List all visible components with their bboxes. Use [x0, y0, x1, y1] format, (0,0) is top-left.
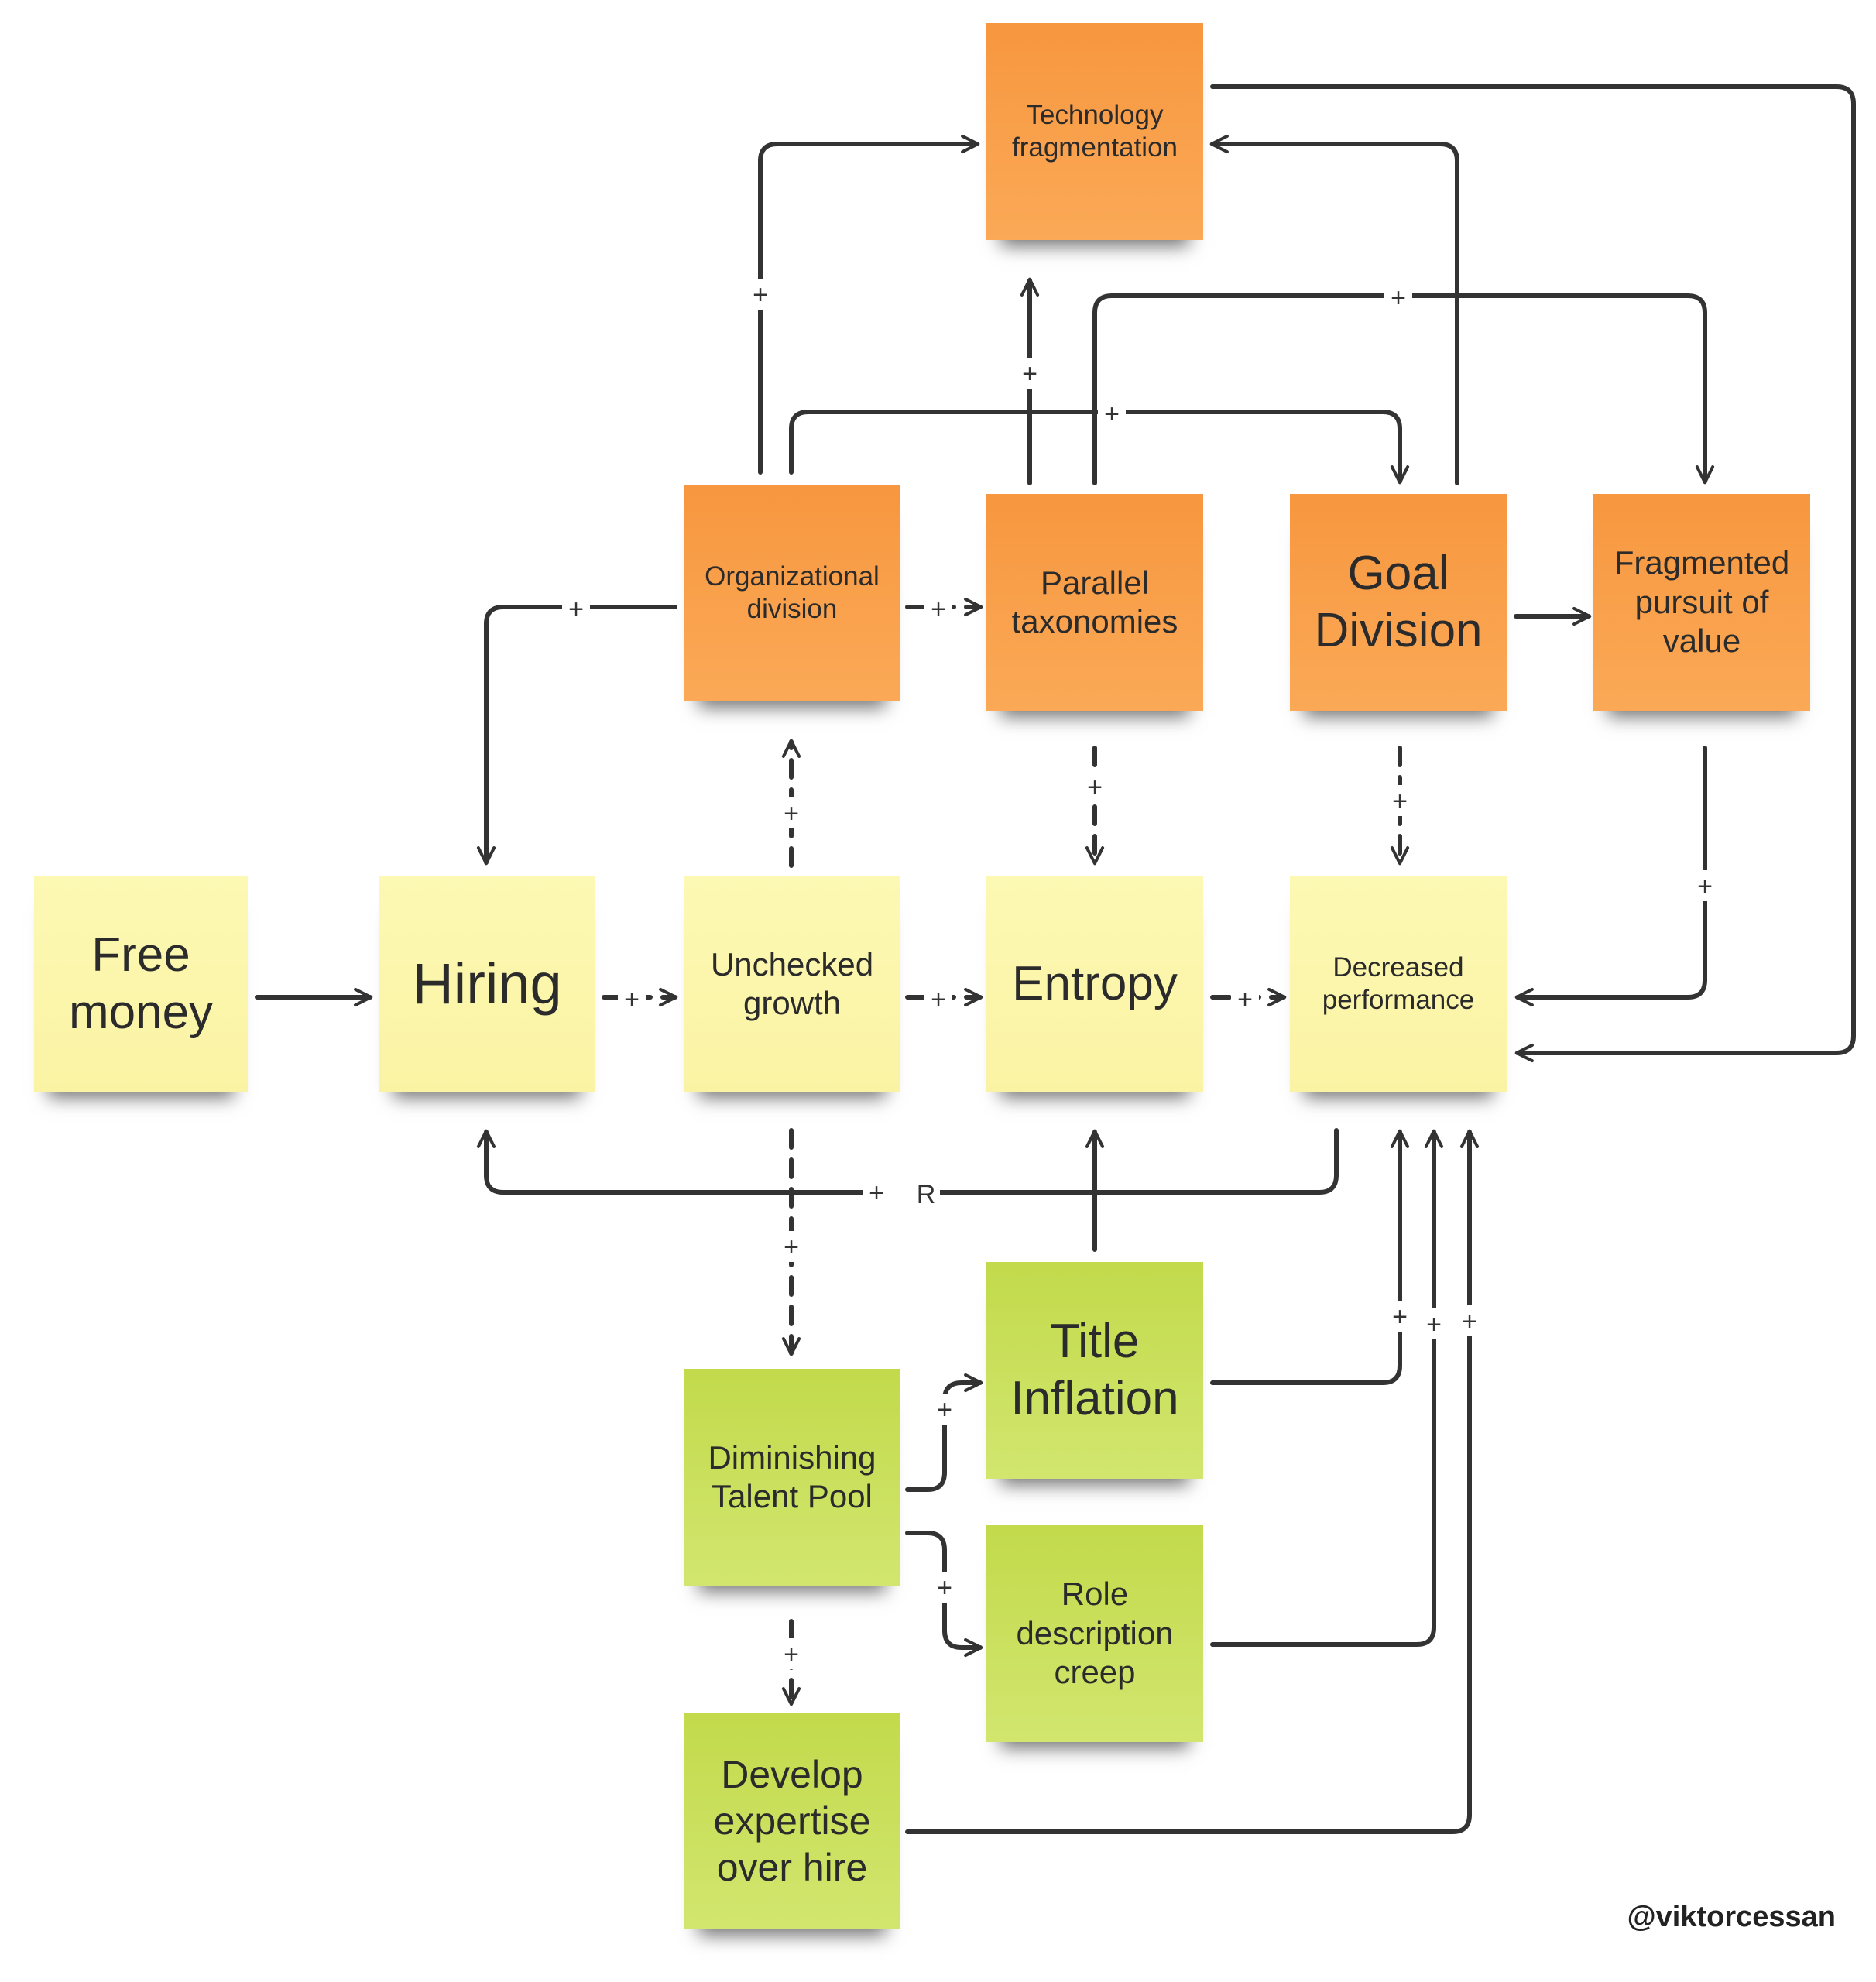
- note-organizational-division: Organizational division: [684, 485, 900, 701]
- note-role-description-creep-text: Role description creep: [1016, 1576, 1174, 1691]
- note-diminishing-talent-pool-text: Diminishing Talent Pool: [708, 1438, 876, 1514]
- note-decreased-performance: Decreased performance: [1290, 876, 1507, 1092]
- polarity-label: +: [931, 595, 946, 624]
- note-parallel-taxonomies: Parallel taxonomies: [986, 494, 1203, 711]
- link-role-creep-to-decreased-performance: [1210, 1129, 1444, 1647]
- note-technology-fragmentation-text: Technology fragmentation: [1011, 100, 1178, 163]
- note-entropy: Entropy: [986, 876, 1203, 1092]
- link-org-division-to-hiring: [476, 605, 677, 866]
- link-org-division-to-goal-division: [789, 410, 1410, 485]
- reinforcing-loop-label: R: [917, 1180, 936, 1209]
- note-unchecked-growth-text: Unchecked growth: [710, 945, 874, 1021]
- polarity-label: +: [784, 1640, 799, 1669]
- author-handle: @viktorcessan: [1627, 1901, 1836, 1933]
- polarity-label: +: [753, 280, 768, 310]
- polarity-label: +: [568, 595, 584, 624]
- polarity-label: +: [1022, 359, 1037, 389]
- polarity-label: +: [1392, 1302, 1408, 1332]
- note-unchecked-growth: Unchecked growth: [684, 876, 900, 1092]
- link-talent-pool-to-title-inflation: [905, 1373, 983, 1492]
- note-parallel-taxonomies-text: Parallel taxonomies: [1011, 564, 1178, 640]
- note-diminishing-talent-pool: Diminishing Talent Pool: [684, 1369, 900, 1586]
- note-entropy-text: Entropy: [1012, 956, 1178, 1010]
- note-goal-division-text: Goal Division: [1314, 546, 1483, 657]
- note-free-money: Free money: [34, 876, 248, 1092]
- note-hiring-text: Hiring: [412, 951, 562, 1016]
- polarity-label: +: [1391, 283, 1406, 313]
- polarity-label: +: [624, 985, 640, 1014]
- polarity-label: +: [869, 1178, 884, 1208]
- polarity-label: +: [1392, 787, 1408, 816]
- note-goal-division: Goal Division: [1290, 494, 1507, 711]
- note-technology-fragmentation: Technology fragmentation: [986, 23, 1203, 240]
- note-role-description-creep: Role description creep: [986, 1525, 1203, 1742]
- link-tech-fragmentation-to-decreased-performance: [1210, 84, 1856, 1063]
- note-title-inflation: Title Inflation: [986, 1262, 1203, 1479]
- note-organizational-division-text: Organizational division: [705, 561, 880, 624]
- polarity-label: +: [1426, 1310, 1442, 1339]
- note-fragmented-pursuit-of-value-text: Fragmented pursuit of value: [1614, 544, 1790, 660]
- note-decreased-performance-text: Decreased performance: [1322, 952, 1475, 1015]
- polarity-label: +: [1697, 872, 1713, 901]
- polarity-label: +: [1462, 1307, 1477, 1336]
- note-develop-expertise-over-hire: Develop expertise over hire: [684, 1713, 900, 1929]
- link-org-division-to-tech-fragmentation: [758, 134, 980, 475]
- polarity-label: +: [937, 1573, 952, 1603]
- link-goal-division-to-tech-fragmentation: [1209, 134, 1459, 485]
- polarity-label: +: [1087, 773, 1103, 802]
- note-hiring: Hiring: [379, 876, 595, 1092]
- polarity-label: +: [937, 1395, 952, 1425]
- note-title-inflation-text: Title Inflation: [1010, 1314, 1179, 1425]
- note-develop-expertise-over-hire-text: Develop expertise over hire: [713, 1753, 871, 1889]
- link-title-inflation-to-decreased-performance: [1210, 1129, 1410, 1385]
- polarity-label: +: [1104, 399, 1120, 429]
- polarity-label: +: [784, 799, 799, 828]
- note-free-money-text: Free money: [68, 928, 214, 1039]
- note-fragmented-pursuit-of-value: Fragmented pursuit of value: [1593, 494, 1810, 711]
- link-develop-expertise-to-decreased-performance: [905, 1129, 1480, 1834]
- polarity-label: +: [931, 985, 946, 1014]
- polarity-label: +: [784, 1233, 799, 1262]
- polarity-label: +: [1237, 985, 1253, 1014]
- link-fragmented-pursuit-to-decreased-performance: [1514, 746, 1707, 1007]
